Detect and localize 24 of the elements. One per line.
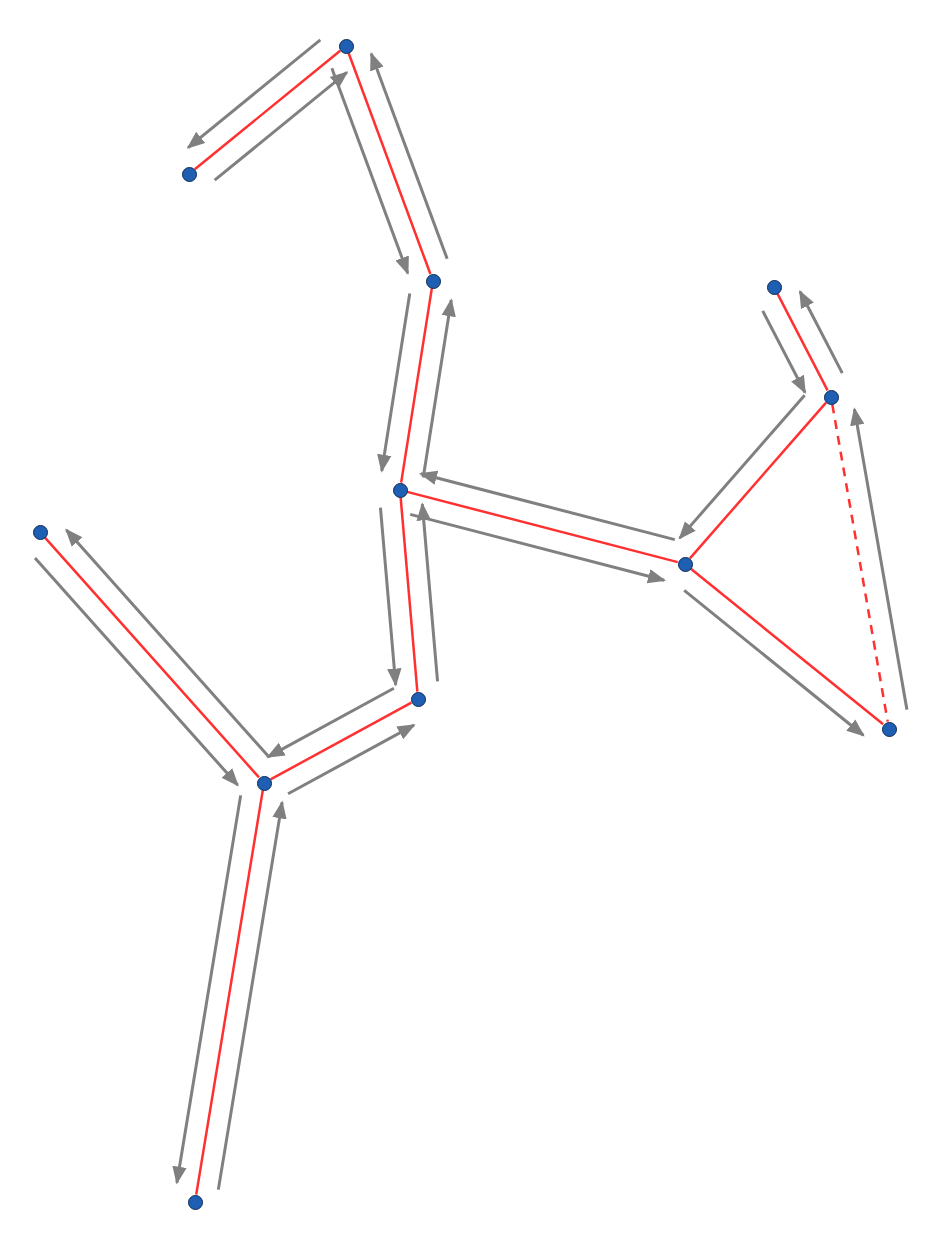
vertex-dot <box>338 38 354 54</box>
vertex-dot <box>256 775 272 791</box>
vertex-dot <box>677 556 693 572</box>
edge-line <box>399 288 434 483</box>
edge-line <box>690 567 884 726</box>
edge-line <box>195 790 264 1195</box>
vertex-dot <box>410 691 426 707</box>
vertex-dot <box>881 721 897 737</box>
edge-line <box>347 52 432 275</box>
vertex-dot <box>187 1194 203 1210</box>
vertex-dot <box>32 524 48 540</box>
edge-line <box>776 293 829 391</box>
edge-line <box>270 701 412 781</box>
edge-line <box>689 401 827 560</box>
vertex-dot <box>392 482 408 498</box>
dashed-edge <box>831 404 889 722</box>
vertex-dot <box>425 273 441 289</box>
vertex-dot <box>823 389 839 405</box>
edge-line <box>194 49 341 171</box>
edge-line <box>44 536 260 779</box>
edge-line <box>399 497 419 692</box>
vertex-dot <box>766 279 782 295</box>
vertex-dot <box>181 166 197 182</box>
edge-line <box>406 490 679 564</box>
